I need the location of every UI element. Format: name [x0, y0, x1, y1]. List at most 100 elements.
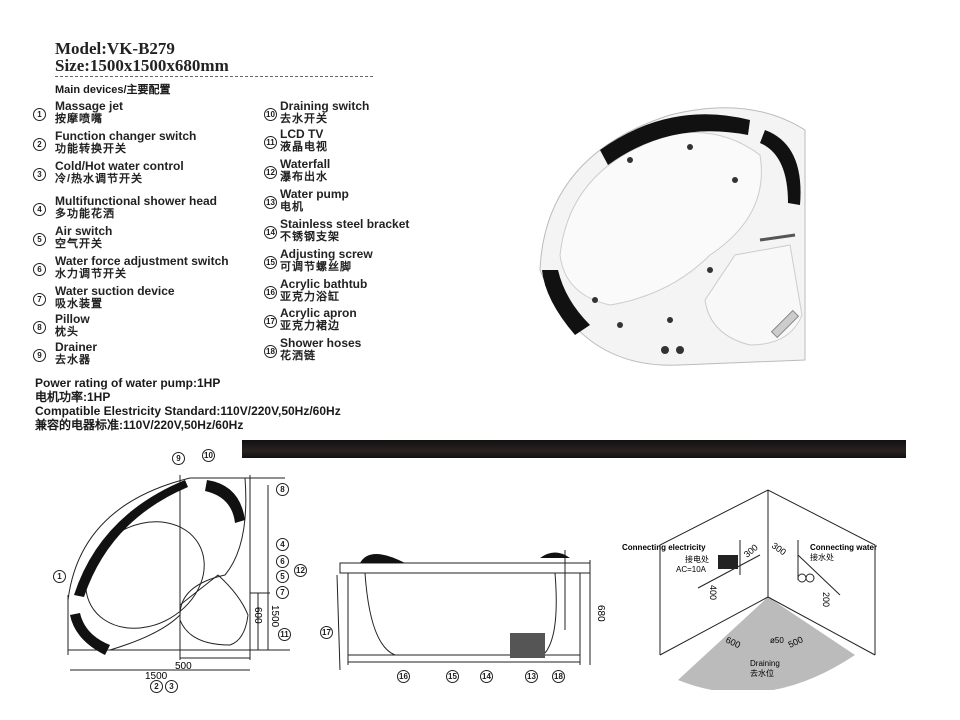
callout-7: 7: [276, 586, 289, 599]
device-number: 1: [33, 108, 46, 121]
side-view-drawing: 680: [336, 550, 606, 671]
device-name-zh: 水力调节开关: [55, 268, 127, 280]
callout-11: 11: [278, 628, 291, 641]
water-label-zh: 接水处: [810, 552, 834, 562]
draining-label: Draining: [750, 659, 780, 668]
model-title: Model:VK-B279: [55, 39, 175, 58]
device-name: Stainless steel bracket: [280, 217, 410, 231]
dim-width: 1500: [145, 671, 168, 682]
device-number: 7: [33, 293, 46, 306]
size-title: Size:1500x1500x680mm: [55, 56, 229, 75]
callout-17: 17: [320, 626, 333, 639]
callout-9: 9: [172, 452, 185, 465]
electricity-label-zh: 接电处: [685, 554, 709, 564]
device-number: 4: [33, 203, 46, 216]
pipe-diameter: ø50: [770, 636, 784, 645]
device-name: Massage jet: [55, 99, 124, 113]
device-number: 12: [264, 166, 277, 179]
device-number: 11: [264, 136, 277, 149]
device-number: 5: [33, 233, 46, 246]
device-name: Function changer switch: [55, 129, 197, 143]
draining-label-zh: 去水位: [750, 668, 774, 678]
spec-electricity-zh: 兼容的电器标准:110V/220V,50Hz/60Hz: [35, 418, 244, 432]
dim-300-right: 300: [770, 540, 788, 557]
device-name: Air switch: [55, 224, 113, 238]
device-name-zh: 瀑布出水: [280, 171, 328, 183]
callout-3: 3: [165, 680, 178, 693]
device-name: Multifunctional shower head: [55, 194, 218, 208]
device-number: 14: [264, 226, 277, 239]
device-name: Waterfall: [280, 157, 331, 171]
device-name: Pillow: [55, 312, 90, 326]
device-number: 13: [264, 196, 277, 209]
device-number: 15: [264, 256, 277, 269]
device-name: Shower hoses: [280, 336, 362, 350]
dim-inner-height: 600: [252, 607, 263, 624]
dim-400: 400: [708, 585, 718, 600]
callout-15: 15: [446, 670, 459, 683]
callout-10: 10: [202, 449, 215, 462]
device-name-zh: 冷/热水调节开关: [55, 173, 144, 185]
device-name-zh: 功能转换开关: [55, 143, 127, 155]
device-name-zh: 去水开关: [280, 113, 328, 125]
dim-side-height: 680: [595, 605, 606, 622]
device-number: 18: [264, 345, 277, 358]
callout-14: 14: [480, 670, 493, 683]
main-devices-heading: Main devices/主要配置: [55, 84, 171, 96]
electricity-label: Connecting electricity: [622, 543, 706, 552]
device-name: Acrylic apron: [280, 306, 357, 320]
device-name-zh: 去水器: [55, 354, 91, 366]
plan-view-drawing: 500 1500 1500 600: [67, 475, 290, 682]
device-number: 9: [33, 349, 46, 362]
dim-200: 200: [821, 592, 831, 607]
divider: [55, 76, 373, 77]
device-number: 3: [33, 168, 46, 181]
callout-16: 16: [397, 670, 410, 683]
device-name-zh: 亚克力裙边: [280, 320, 340, 332]
device-number: 8: [33, 321, 46, 334]
current-label: AC=10A: [676, 565, 707, 574]
spec-electricity: Compatible Elestricity Standard:110V/220…: [35, 404, 341, 418]
device-name: Water pump: [280, 187, 349, 201]
callout-4: 4: [276, 538, 289, 551]
spec-pump-zh: 电机功率:1HP: [35, 390, 111, 404]
device-number: 17: [264, 315, 277, 328]
device-name-zh: 花洒链: [280, 350, 316, 362]
section-divider-band: [242, 440, 906, 458]
device-name-zh: 电机: [280, 201, 304, 213]
device-name: LCD TV: [280, 127, 324, 141]
device-name: Cold/Hot water control: [55, 159, 184, 173]
device-name-zh: 亚克力浴缸: [280, 291, 340, 303]
device-name: Draining switch: [280, 99, 370, 113]
callout-8: 8: [276, 483, 289, 496]
callout-13: 13: [525, 670, 538, 683]
device-name-zh: 按摩喷嘴: [55, 113, 103, 125]
device-name-zh: 枕头: [55, 326, 79, 338]
device-name-zh: 吸水装置: [55, 298, 103, 310]
device-number: 10: [264, 108, 277, 121]
dim-height: 1500: [269, 605, 280, 628]
dim-inner-width: 500: [175, 661, 192, 672]
device-name-zh: 空气开关: [55, 238, 103, 250]
device-name-zh: 液晶电视: [280, 141, 328, 153]
callout-18: 18: [552, 670, 565, 683]
device-name: Water force adjustment switch: [55, 254, 229, 268]
callout-12: 12: [294, 564, 307, 577]
